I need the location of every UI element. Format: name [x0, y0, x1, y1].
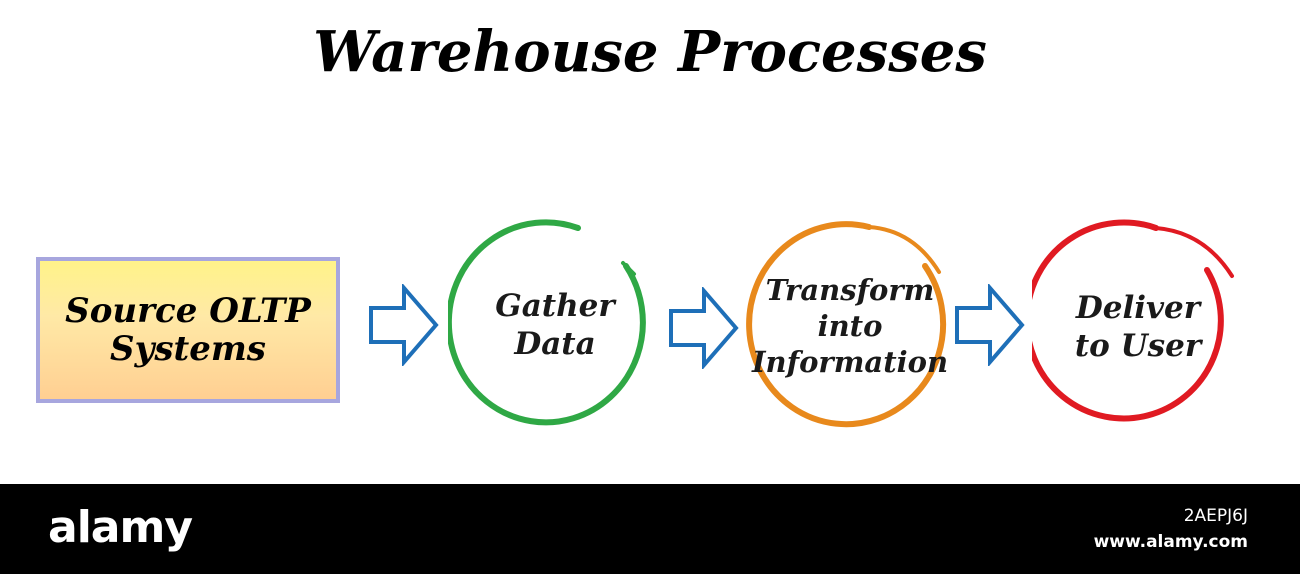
- arrow-right-icon: [669, 287, 739, 369]
- source-oltp-box: Source OLTP Systems: [36, 257, 340, 403]
- gather-data-circle: [448, 219, 646, 426]
- site-url: www.alamy.com: [1093, 532, 1248, 552]
- step-2-line-2: into: [817, 309, 883, 343]
- source-label-line-2: Systems: [110, 329, 266, 369]
- step-2-line-3: Information: [751, 345, 949, 379]
- transform-label: Transform into Information: [752, 266, 948, 386]
- step-1-line-1: Gather: [495, 288, 615, 324]
- source-label-line-1: Source OLTP: [65, 291, 311, 331]
- deliver-circle: [1032, 219, 1234, 422]
- step-3-line-2: to User: [1074, 328, 1202, 364]
- transform-circle: [746, 221, 947, 428]
- step-1-line-2: Data: [514, 326, 596, 362]
- watermark-footer: alamy 2AEPJ6J www.alamy.com: [0, 484, 1300, 574]
- image-id: 2AEPJ6J: [1183, 506, 1248, 526]
- gather-data-label: Gather Data: [470, 270, 640, 380]
- alamy-logo: alamy: [48, 502, 193, 553]
- step-3-line-1: Deliver: [1075, 290, 1201, 326]
- step-2-line-1: Transform: [765, 273, 935, 307]
- diagram-title: Warehouse Processes: [313, 19, 987, 85]
- arrow-right-icon: [955, 284, 1025, 366]
- deliver-label: Deliver to User: [1050, 272, 1226, 382]
- arrow-right-icon: [369, 284, 439, 366]
